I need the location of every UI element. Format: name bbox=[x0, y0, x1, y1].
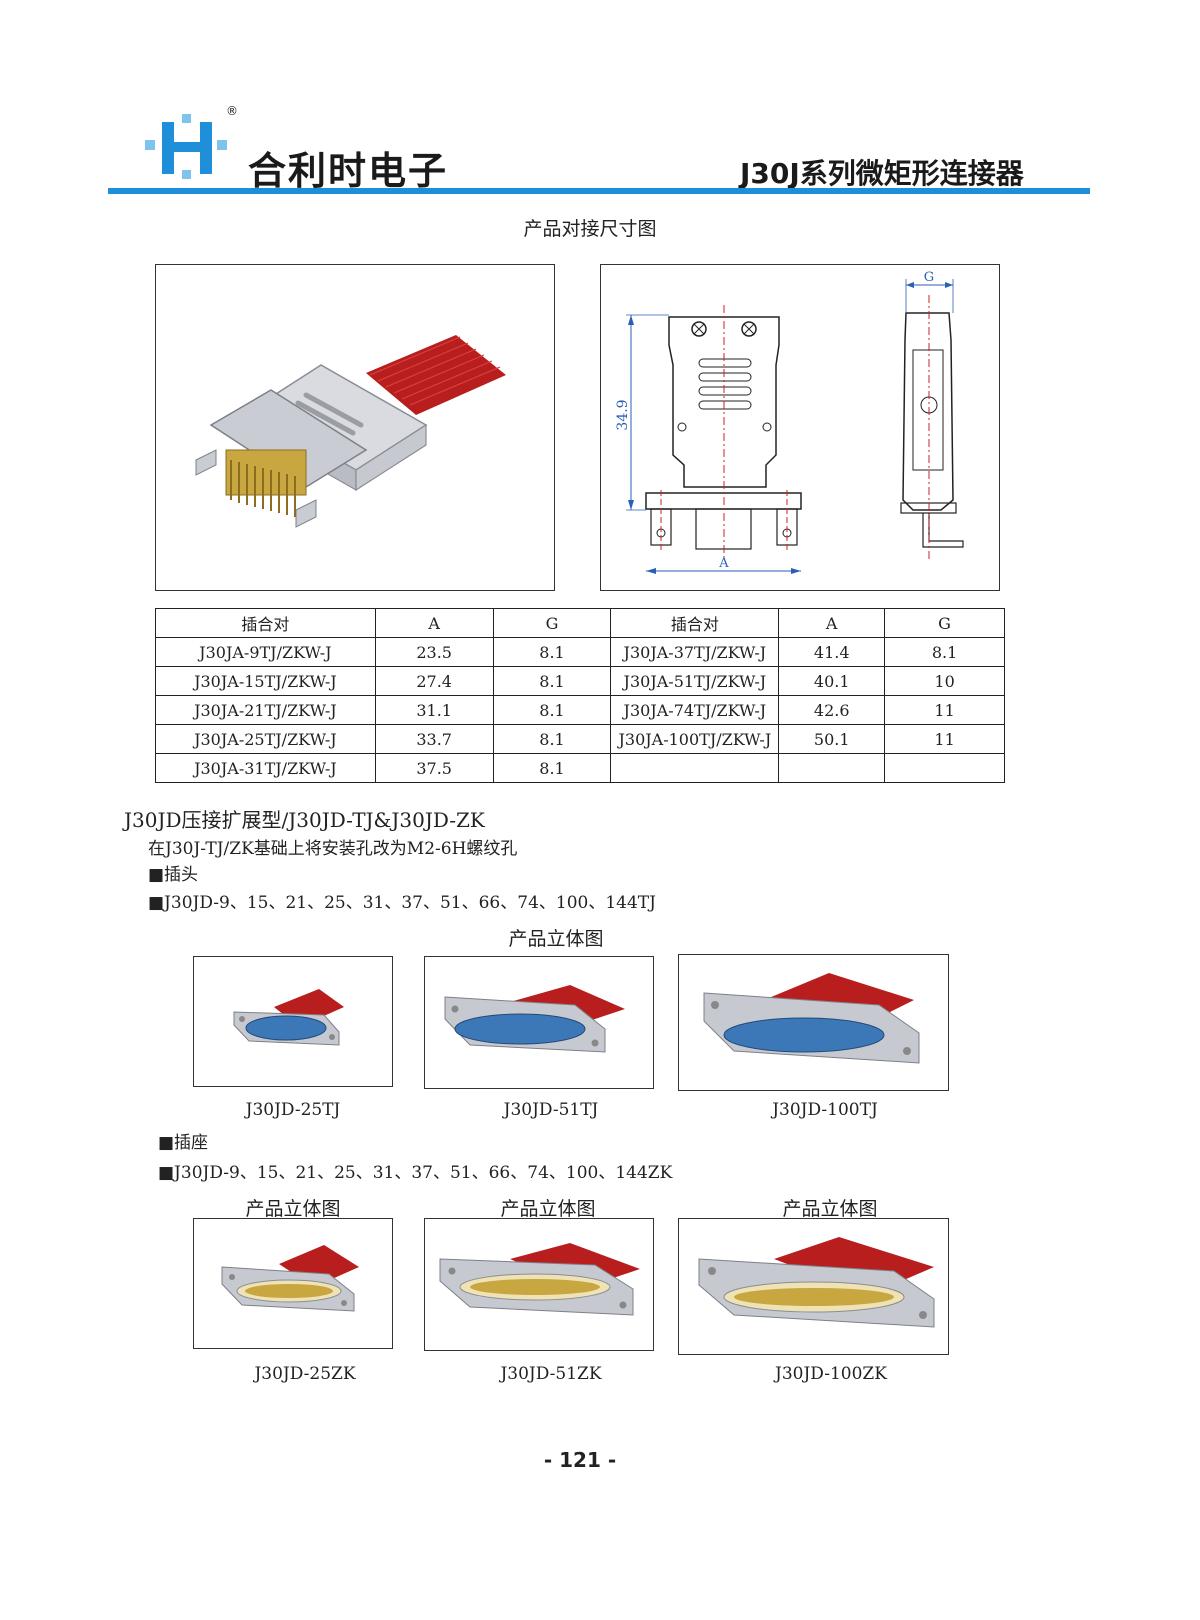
table-cell: 40.1 bbox=[778, 666, 886, 696]
table-cell: J30JA-15TJ/ZKW-J bbox=[155, 666, 376, 696]
table-cell: 23.5 bbox=[374, 637, 494, 667]
socket-image-51zk bbox=[424, 1218, 654, 1351]
socket-caption-25zk: J30JD-25ZK bbox=[254, 1364, 356, 1384]
table-cell: 37.5 bbox=[374, 753, 494, 783]
plug-caption-51tj: J30JD-51TJ bbox=[503, 1100, 599, 1120]
dim-height-label: 34.9 bbox=[615, 399, 631, 430]
socket-label: ■插座 bbox=[158, 1133, 209, 1153]
table-cell: 8.1 bbox=[492, 753, 612, 783]
table-cell: J30JA-21TJ/ZKW-J bbox=[155, 695, 376, 725]
header-cell: G bbox=[884, 608, 1005, 638]
socket-image-25zk bbox=[193, 1218, 393, 1349]
table-cell: 8.1 bbox=[492, 695, 612, 725]
socket-figure-title-2: 产品立体图 bbox=[500, 1198, 596, 1220]
socket-image-100zk bbox=[678, 1218, 949, 1355]
jd-section-title: J30JD压接扩展型/J30JD-TJ&J30JD-ZK bbox=[124, 808, 485, 832]
plug-model-list: ■J30JD-9、15、21、25、31、37、51、66、74、100、144… bbox=[148, 893, 656, 913]
table-cell: J30JA-9TJ/ZKW-J bbox=[155, 637, 376, 667]
socket-caption-51zk: J30JD-51ZK bbox=[500, 1364, 602, 1384]
page-number: - 121 - bbox=[543, 1448, 617, 1472]
registered-mark: ® bbox=[226, 104, 238, 118]
table-cell: J30JA-31TJ/ZKW-J bbox=[155, 753, 376, 783]
table-cell: 8.1 bbox=[492, 666, 612, 696]
table-cell: J30JA-74TJ/ZKW-J bbox=[610, 695, 780, 725]
header-cell: 插合对 bbox=[610, 608, 780, 638]
table-cell: 11 bbox=[884, 695, 1005, 725]
socket-model-list: ■J30JD-9、15、21、25、31、37、51、66、74、100、144… bbox=[158, 1163, 673, 1183]
socket-figure-title-3: 产品立体图 bbox=[782, 1198, 878, 1220]
table-cell: 31.1 bbox=[374, 695, 494, 725]
mated-connector-image bbox=[155, 264, 555, 591]
plug-figure-title: 产品立体图 bbox=[508, 928, 604, 950]
plug-image-51tj bbox=[424, 956, 654, 1089]
table-cell: 8.1 bbox=[492, 724, 612, 754]
table-cell: 27.4 bbox=[374, 666, 494, 696]
header-cell: A bbox=[374, 608, 494, 638]
table-cell bbox=[610, 753, 780, 783]
table-cell: 11 bbox=[884, 724, 1005, 754]
table-cell: 10 bbox=[884, 666, 1005, 696]
table-cell: 42.6 bbox=[778, 695, 886, 725]
table-cell: 8.1 bbox=[492, 637, 612, 667]
plug-image-25tj bbox=[193, 956, 393, 1087]
dimension-drawing: 34.9 A G bbox=[600, 264, 1000, 591]
socket-caption-100zk: J30JD-100ZK bbox=[775, 1364, 887, 1384]
header-cell: 插合对 bbox=[155, 608, 376, 638]
table-cell: 8.1 bbox=[884, 637, 1005, 667]
series-title: J30J系列微矩形连接器 bbox=[740, 157, 1024, 190]
brand-name: 合利时电子 bbox=[248, 149, 449, 193]
plug-caption-25tj: J30JD-25TJ bbox=[245, 1100, 341, 1120]
company-logo bbox=[140, 108, 235, 188]
dim-g-label: G bbox=[924, 270, 934, 285]
socket-figure-title-1: 产品立体图 bbox=[245, 1198, 341, 1220]
table-cell: 41.4 bbox=[778, 637, 886, 667]
plug-label: ■插头 bbox=[148, 865, 199, 885]
table-cell: J30JA-51TJ/ZKW-J bbox=[610, 666, 780, 696]
header-cell: A bbox=[778, 608, 886, 638]
header-rule bbox=[108, 188, 1090, 194]
table-cell: 33.7 bbox=[374, 724, 494, 754]
table-cell: J30JA-25TJ/ZKW-J bbox=[155, 724, 376, 754]
mating-section-title: 产品对接尺寸图 bbox=[523, 218, 657, 240]
dim-a-label: A bbox=[718, 556, 729, 571]
jd-description: 在J30J-TJ/ZK基础上将安装孔改为M2-6H螺纹孔 bbox=[148, 839, 518, 859]
plug-image-100tj bbox=[678, 954, 949, 1091]
table-cell: J30JA-37TJ/ZKW-J bbox=[610, 637, 780, 667]
header-cell: G bbox=[492, 608, 612, 638]
table-cell: J30JA-100TJ/ZKW-J bbox=[610, 724, 780, 754]
table-cell: 50.1 bbox=[778, 724, 886, 754]
table-cell bbox=[884, 753, 1005, 783]
plug-caption-100tj: J30JD-100TJ bbox=[772, 1100, 878, 1120]
table-cell bbox=[778, 753, 886, 783]
table-header-row: 插合对 A G 插合对 A G bbox=[155, 608, 1005, 638]
